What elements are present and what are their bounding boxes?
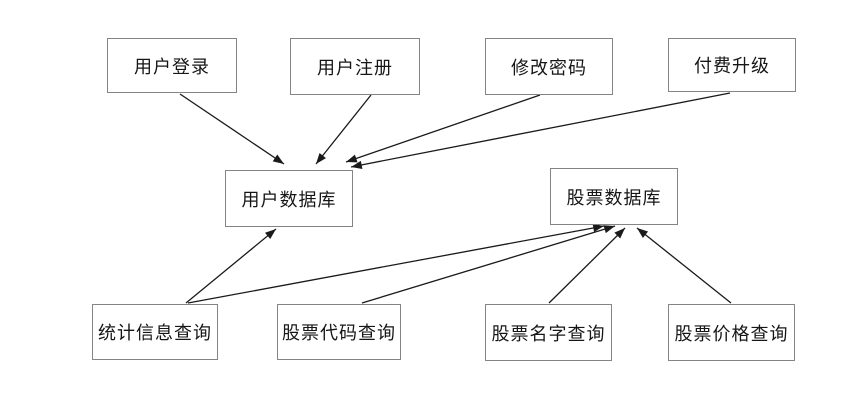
arrow-paid-upgrade-to-user-database (350, 92, 731, 169)
arrow-user-login-to-user-database (179, 93, 285, 165)
node-stock-code-query: 股票代码查询 (277, 304, 401, 360)
node-user-database-label: 用户数据库 (241, 189, 337, 210)
arrow-stats-info-query-to-user-database (185, 228, 277, 304)
node-paid-upgrade-label: 付费升级 (694, 56, 770, 76)
arrow-user-register-to-user-database (315, 94, 372, 165)
node-paid-upgrade: 付费升级 (668, 38, 796, 92)
node-user-register: 用户注册 (290, 38, 420, 95)
node-user-register-label: 用户注册 (317, 57, 393, 78)
node-stock-database-label: 股票数据库 (566, 187, 662, 208)
node-stock-database: 股票数据库 (550, 168, 678, 225)
node-stock-name-query-label: 股票名字查询 (491, 323, 606, 344)
arrow-stats-info-query-to-stock-database (187, 223, 605, 304)
node-stats-info-query: 统计信息查询 (92, 304, 218, 360)
arrow-stock-price-query-to-stock-database (636, 227, 732, 304)
node-stock-code-query-label: 股票代码查询 (282, 323, 396, 343)
node-change-password-label: 修改密码 (511, 57, 587, 78)
node-user-login-label: 用户登录 (134, 56, 210, 77)
arrow-stock-code-query-to-stock-database (361, 225, 616, 304)
node-user-database: 用户数据库 (225, 170, 353, 227)
arrow-stock-name-query-to-stock-database (548, 227, 626, 304)
node-stock-price-query: 股票价格查询 (668, 304, 795, 361)
node-user-login: 用户登录 (107, 38, 237, 93)
node-stock-price-query-label: 股票价格查询 (674, 323, 789, 344)
node-stock-name-query: 股票名字查询 (485, 304, 612, 361)
node-stats-info-query-label: 统计信息查询 (98, 323, 212, 343)
node-change-password: 修改密码 (485, 38, 613, 95)
arrow-change-password-to-user-database (345, 94, 541, 163)
